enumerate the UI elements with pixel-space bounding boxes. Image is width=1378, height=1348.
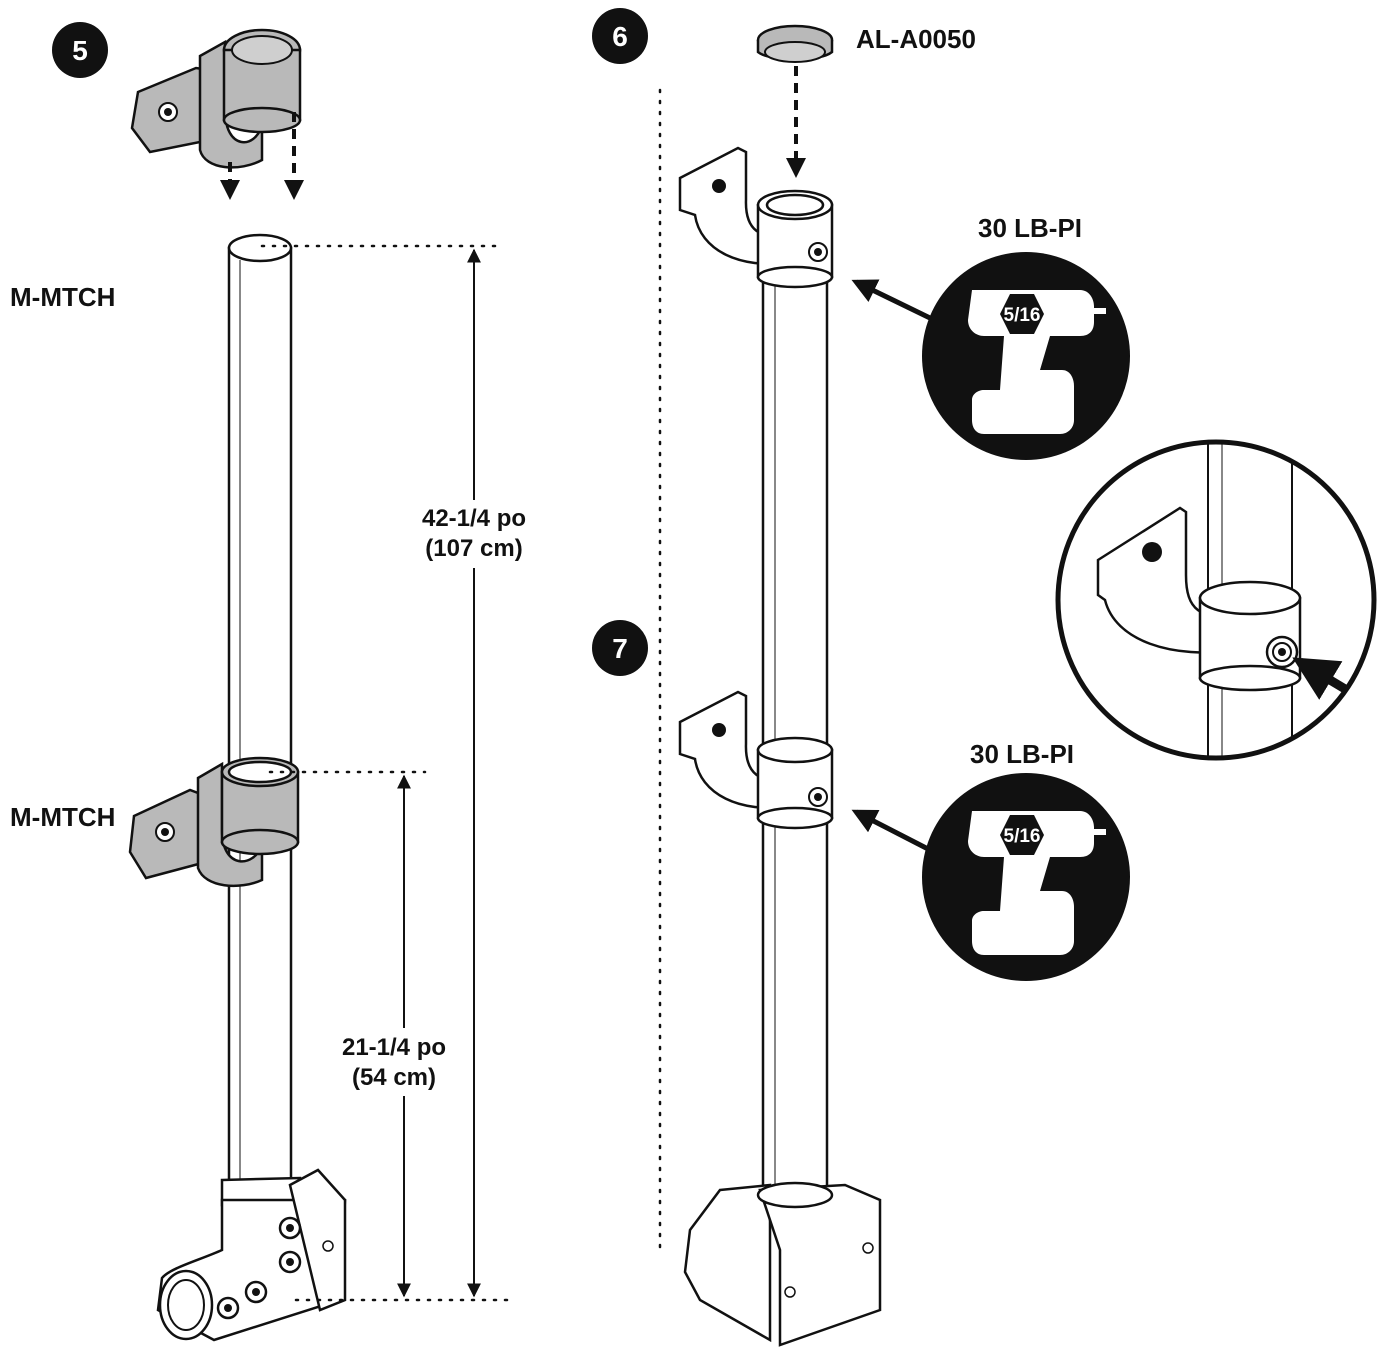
m-mtch-bracket-loose: [130, 28, 302, 169]
drill-icon-lower: 5/16: [922, 773, 1130, 981]
svg-text:6: 6: [612, 21, 628, 52]
drill-icon-upper: 5/16: [922, 252, 1130, 460]
svg-text:5: 5: [72, 35, 88, 66]
dim-mid-label-2: (54 cm): [352, 1064, 436, 1091]
end-cap-al-a0050: [756, 24, 834, 63]
part-label-mid: M-MTCH: [10, 802, 115, 832]
detail-magnifier: [1055, 439, 1377, 761]
right-post: [761, 203, 829, 1207]
dim-mid-label-1: 21-1/4 po: [342, 1034, 446, 1061]
svg-text:7: 7: [612, 633, 628, 664]
dim-total-label-1: 42-1/4 po: [422, 505, 526, 532]
right-base-fitting: [683, 1181, 882, 1347]
bit-size-lower: 5/16: [1004, 826, 1041, 847]
right-top-bracket: [678, 146, 834, 289]
m-mtch-bracket-mid: [128, 756, 300, 888]
step-6-badge: 6: [592, 8, 648, 64]
step-7-badge: 7: [592, 620, 648, 676]
torque-label-upper: 30 LB-PI: [978, 213, 1082, 243]
dimension-extension-lines: [260, 244, 517, 1302]
part-label-top: M-MTCH: [10, 282, 115, 312]
part-label-cap: AL-A0050: [856, 24, 976, 54]
torque-label-lower: 30 LB-PI: [970, 739, 1074, 769]
torque-arrow-upper: [851, 279, 932, 321]
torque-arrow-lower: [851, 809, 932, 853]
right-mid-bracket: [678, 690, 834, 830]
left-base-fitting: [156, 1168, 347, 1342]
dim-total-label-2: (107 cm): [425, 535, 522, 562]
step-5-badge: 5: [52, 22, 108, 78]
bit-size-upper: 5/16: [1004, 305, 1041, 326]
left-post: [227, 233, 293, 1220]
